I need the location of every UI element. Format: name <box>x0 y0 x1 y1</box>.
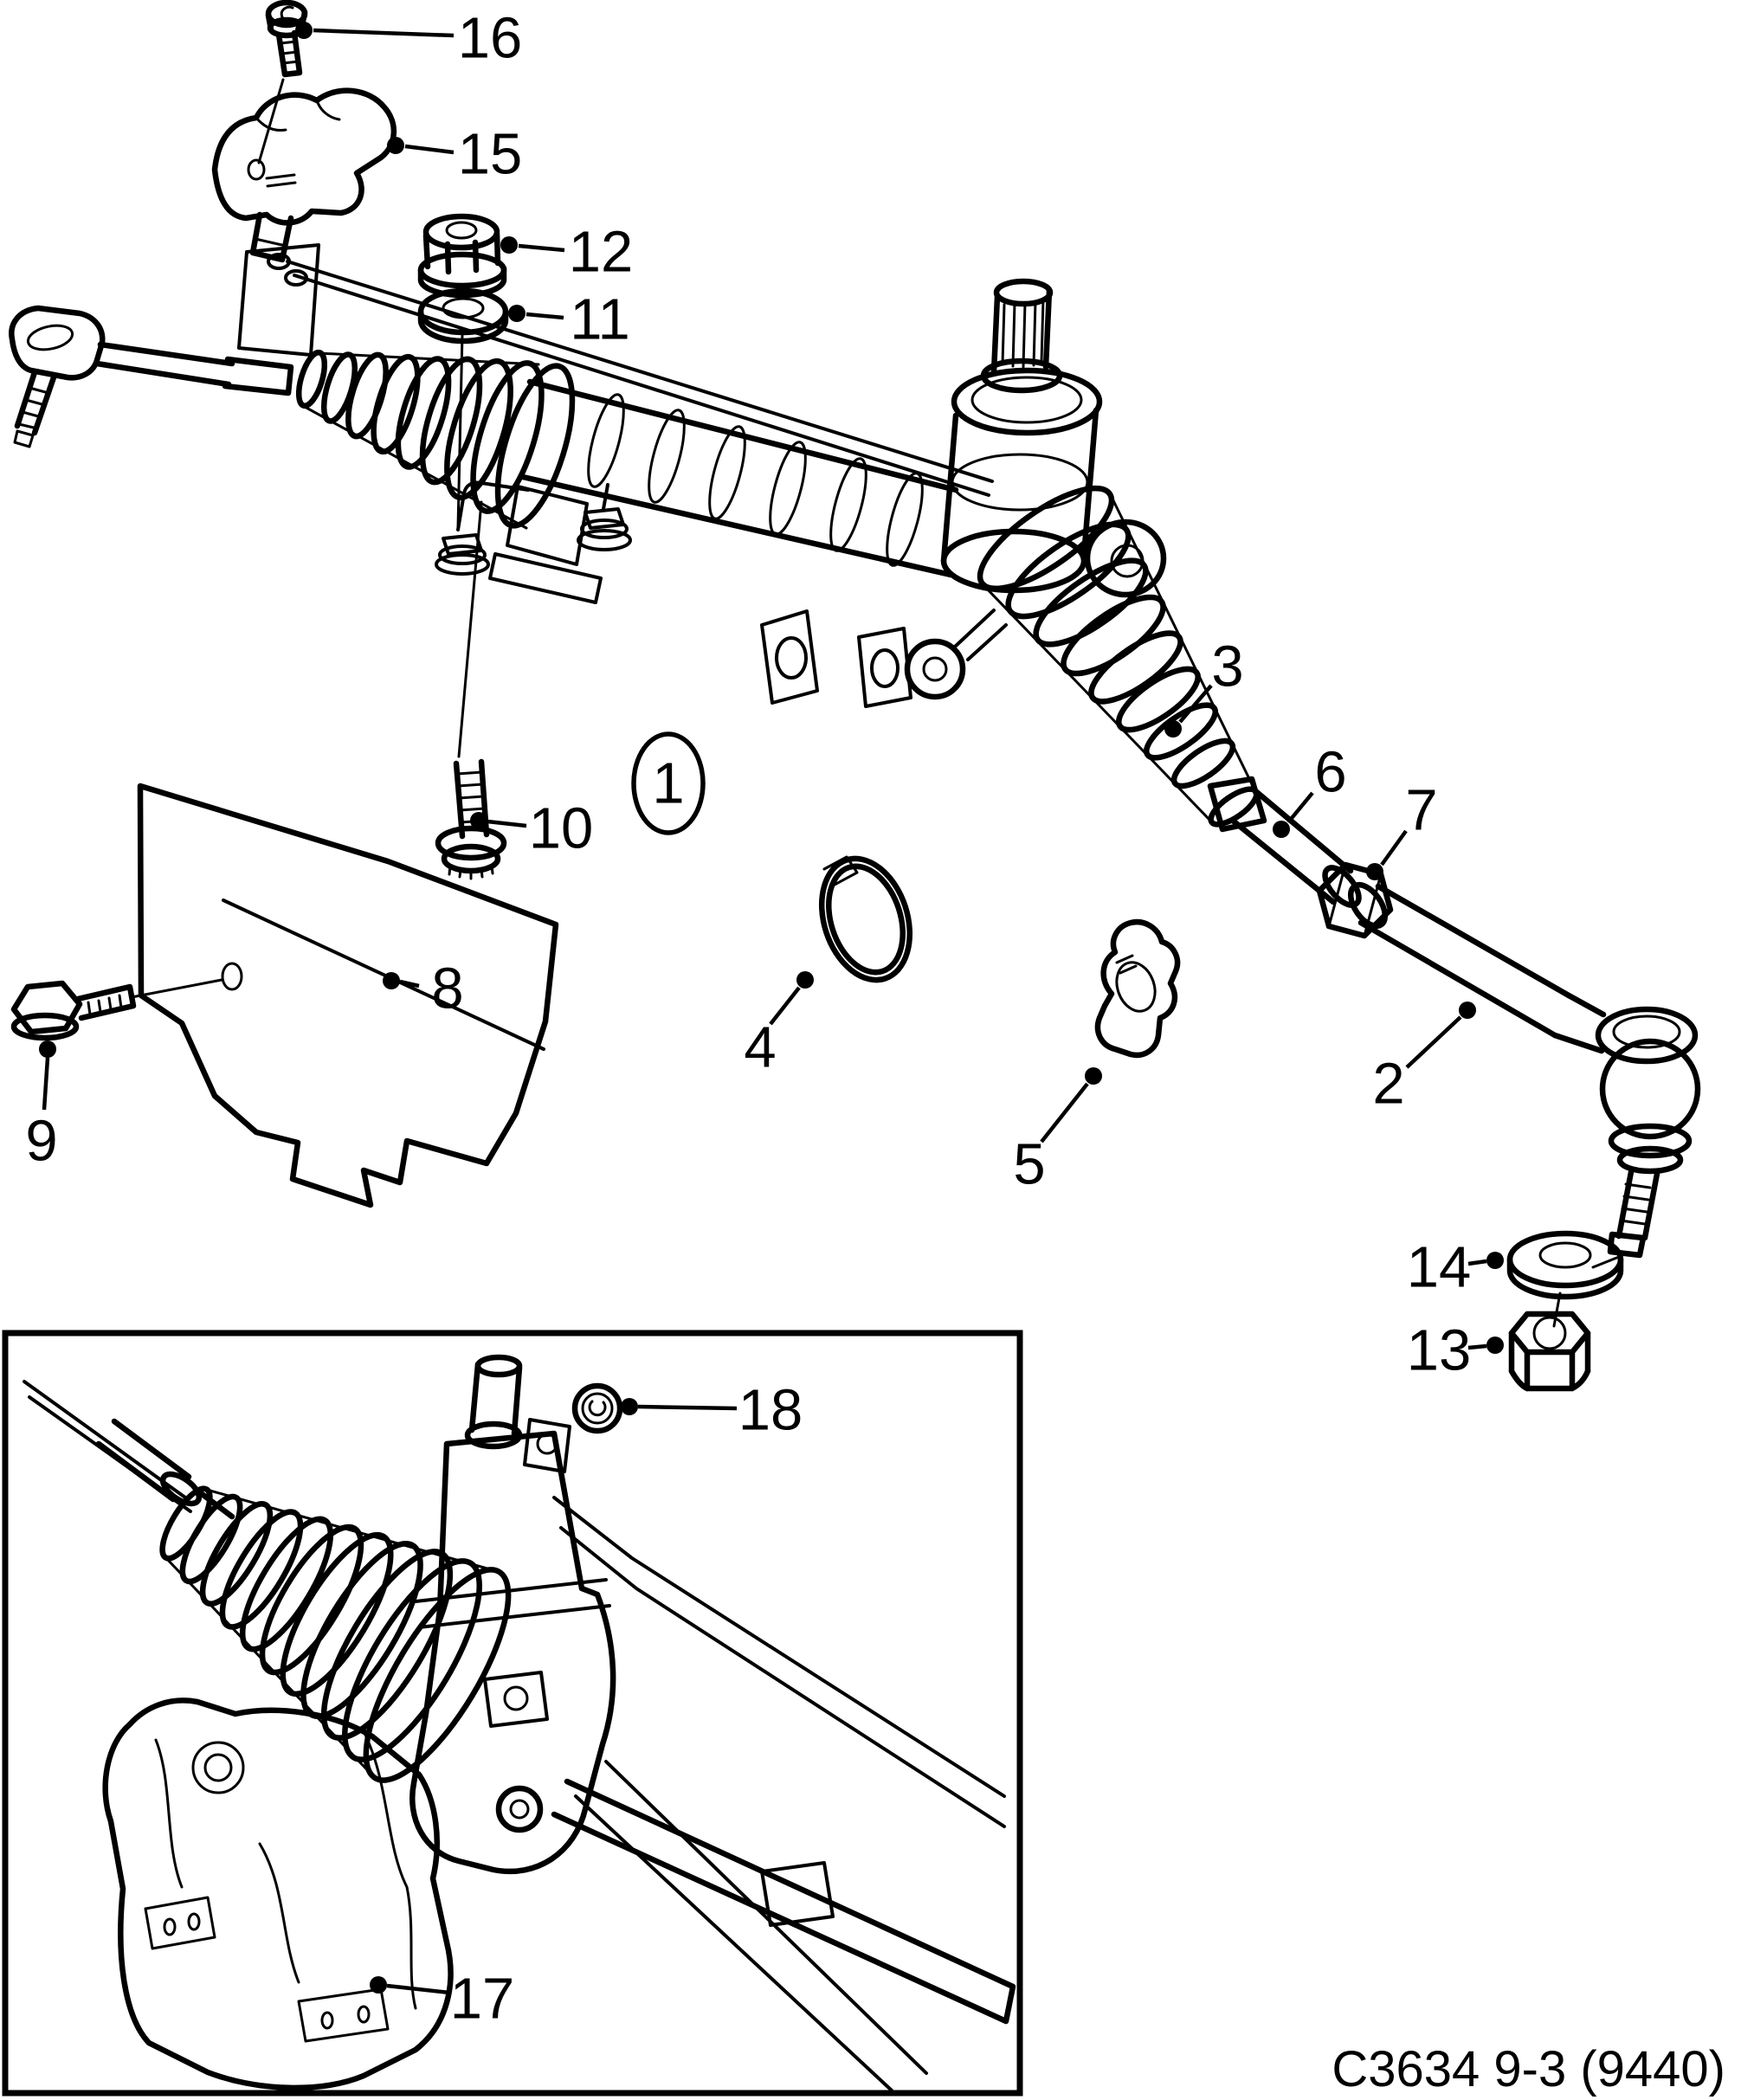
callout-14-label: 14 <box>1407 1235 1472 1300</box>
valve-housing <box>760 278 1167 708</box>
callout-2-dot <box>1459 1002 1476 1019</box>
callout-17-leader <box>386 1983 450 1995</box>
callout-11-dot <box>508 305 526 322</box>
callout-15-dot <box>387 137 404 154</box>
bolt-9 <box>10 980 137 1041</box>
callout-13-leader <box>1467 1343 1487 1350</box>
callout-15-label: 15 <box>458 122 523 187</box>
callout-18-label: 18 <box>738 1378 803 1443</box>
figure-caption: C3634 9-3 (9440) <box>1332 2041 1725 2097</box>
callout-18-dot <box>621 1398 638 1415</box>
inset-boot <box>159 1485 512 1783</box>
callout-1-label: 1 <box>652 751 684 816</box>
callout-9-dot <box>39 1040 56 1058</box>
callout-10-leader <box>487 819 527 828</box>
pipe-fittings <box>435 507 632 576</box>
callout-15-leader <box>404 144 455 155</box>
callout-11-leader <box>526 312 564 320</box>
callout-2-leader <box>1405 1015 1462 1069</box>
clamp-ring-4 <box>818 855 913 983</box>
rack-housing-tube <box>488 378 959 604</box>
callout-3-label: 3 <box>1211 635 1243 699</box>
callout-6-dot <box>1273 821 1290 838</box>
heat-shield-8 <box>130 783 559 1208</box>
main-view <box>9 0 1701 1392</box>
inset-view <box>2 1330 1023 2097</box>
callout-7-leader <box>1380 829 1408 866</box>
callout-7-label: 7 <box>1405 778 1437 843</box>
callout-9-label: 9 <box>25 1109 57 1174</box>
callout-17-label: 17 <box>450 1967 515 2032</box>
callout-10-dot <box>470 812 487 829</box>
callout-12-label: 12 <box>569 220 634 285</box>
washer-11 <box>417 287 509 530</box>
callout-16-leader <box>313 28 455 38</box>
inset-box <box>2 1330 1023 2097</box>
nut-13 <box>1508 1292 1591 1392</box>
callout-16-dot <box>295 22 313 39</box>
inset-tie-rod <box>23 1380 235 1520</box>
tie-rod-end-left <box>9 305 294 448</box>
callout-8-label: 8 <box>431 957 463 1021</box>
callout-7-dot <box>1366 863 1383 880</box>
callout-6-leader <box>1286 791 1314 824</box>
callout-11-label: 11 <box>570 287 630 352</box>
callout-13-label: 13 <box>1407 1318 1472 1383</box>
callout-16-label: 16 <box>458 6 523 71</box>
callout-12-dot <box>500 236 518 254</box>
callout-10-label: 10 <box>529 796 594 861</box>
callout-6-label: 6 <box>1314 740 1346 805</box>
flange-nut-12 <box>417 213 507 299</box>
tie-rod-inner <box>1207 776 1362 908</box>
inset-pipes <box>551 1496 1016 2092</box>
callout-17-dot <box>370 1976 387 1994</box>
ring-18 <box>571 1382 623 1434</box>
callout-5-dot <box>1085 1067 1102 1085</box>
callout-5-leader <box>1040 1082 1089 1143</box>
inset-heat-shield-17 <box>102 1697 454 2090</box>
callout-12-leader <box>518 243 565 253</box>
boot-left <box>295 349 576 530</box>
clamp-5 <box>1094 918 1181 1059</box>
callout-5-label: 5 <box>1013 1132 1045 1197</box>
callout-8-leader <box>399 979 420 989</box>
clamp-bracket-15 <box>211 87 397 263</box>
callout-4-dot <box>796 971 814 989</box>
bolt-10 <box>435 500 507 880</box>
inset-input-shaft <box>464 1354 571 1473</box>
callout-4-leader <box>769 986 801 1026</box>
callout-8-dot <box>383 972 400 989</box>
callout-4-label: 4 <box>744 1015 776 1080</box>
callout-14-dot <box>1486 1252 1504 1269</box>
circled-callout-1: 1 <box>631 731 706 835</box>
callout-14-leader <box>1467 1259 1487 1266</box>
washer-14 <box>1506 1230 1624 1300</box>
callout-9-leader <box>42 1057 50 1111</box>
callout-18-leader <box>637 1404 738 1411</box>
screw-16 <box>257 0 308 164</box>
callout-13-dot <box>1486 1337 1504 1354</box>
boot-right <box>977 485 1260 828</box>
callout-2-label: 2 <box>1372 1052 1404 1117</box>
callout-3-leader <box>1178 684 1213 724</box>
inset-housing <box>409 1430 616 1875</box>
callout-3-dot <box>1164 720 1182 738</box>
